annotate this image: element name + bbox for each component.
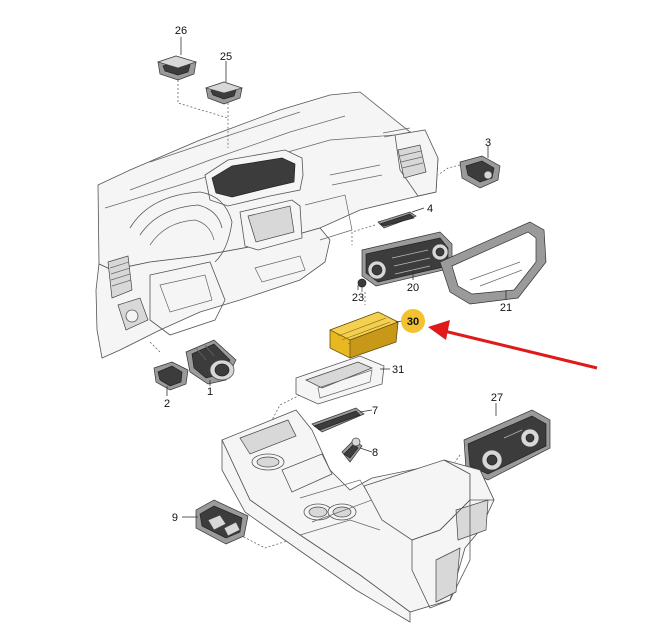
label-7: 7 — [372, 405, 378, 417]
label-25: 25 — [220, 51, 232, 63]
label-9: 9 — [172, 512, 178, 524]
label-27: 27 — [491, 392, 503, 404]
center-console — [221, 409, 495, 623]
label-31: 31 — [392, 364, 404, 376]
part-30-badge — [401, 309, 425, 333]
part-3-switch — [459, 155, 501, 189]
part-23-screw — [357, 278, 367, 292]
part-8-connector — [341, 437, 363, 463]
part-21-trim-frame — [439, 221, 547, 305]
label-20: 20 — [407, 282, 419, 294]
label-8: 8 — [372, 447, 378, 459]
part-labels: 26 25 3 4 20 21 23 30 31 7 8 27 2 1 9 — [164, 25, 512, 524]
dashboard-panel — [95, 91, 439, 359]
highlight-arrow — [428, 320, 598, 370]
label-3: 3 — [485, 137, 491, 149]
label-4: 4 — [427, 203, 433, 215]
part-30-switch-module — [329, 311, 399, 359]
part-2-switch — [153, 361, 189, 391]
leader-lines — [166, 37, 507, 518]
label-26: 26 — [175, 25, 187, 37]
label-1: 1 — [207, 386, 213, 398]
part-25-switch — [204, 81, 244, 105]
part-9-switch-panel — [195, 499, 249, 545]
part-20-climate-control — [361, 231, 453, 287]
label-2: 2 — [164, 398, 170, 410]
label-30: 30 — [407, 316, 419, 328]
part-27-climate-panel — [463, 409, 551, 481]
part-31-cover-frame — [295, 355, 385, 405]
part-4-trim-strip — [377, 211, 417, 229]
label-23: 23 — [352, 292, 364, 304]
part-26-switch — [156, 55, 198, 81]
label-21: 21 — [500, 302, 512, 314]
part-1-light-switch — [185, 339, 237, 385]
part-7-switch-strip — [311, 407, 365, 433]
